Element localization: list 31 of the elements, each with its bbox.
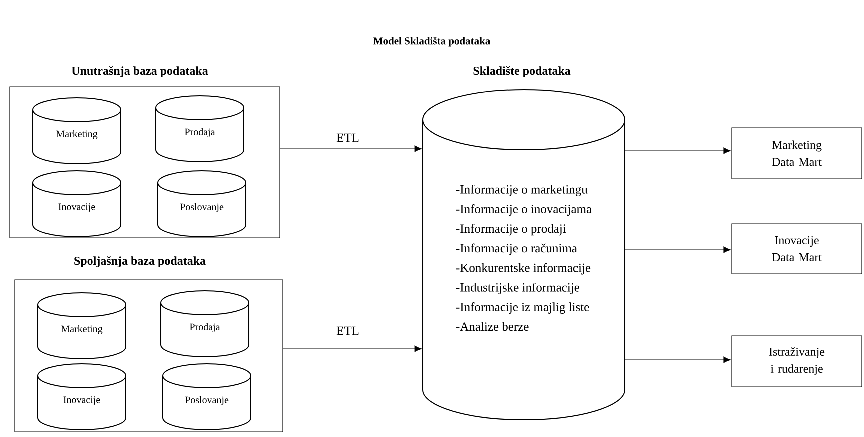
database-cylinder: Poslovanje — [158, 170, 246, 238]
node-label: -Informacije o računima — [456, 244, 578, 256]
database-cylinder: Prodaja — [160, 290, 250, 358]
node-label: -Industrijske informacije — [456, 282, 580, 294]
data-mart-box: Inovacije Data Mart — [732, 224, 862, 274]
database-cylinder: Poslovanje — [162, 364, 252, 430]
node-label: -Informacije o marketingu — [456, 184, 588, 196]
database-cylinder: Prodaja — [156, 96, 244, 162]
node-label: -Informacije o prodaji — [456, 224, 566, 236]
database-cylinder: Inovacije — [38, 364, 126, 430]
info-list: -Informacije o marketingu -Informacije o inovacijama -Informacije o prodaji -Informacije o računima -Konkurentske informacije -Industrijske informacije -Informacije iz majlig liste -Analize berze — [456, 184, 592, 332]
node-label: -Informacije o inovacijama — [456, 204, 592, 216]
data-mart-box: Marketing Data Mart — [732, 128, 862, 180]
node-label: -Analize berze — [456, 322, 529, 332]
data-mart-box: Istraživanje i rudarenje — [732, 336, 862, 388]
arrow — [624, 148, 731, 154]
database-cylinder: Marketing — [38, 292, 126, 360]
arrow — [280, 146, 422, 152]
node-label: -Informacije iz majlig liste — [456, 302, 590, 314]
database-cylinder: Inovacije — [32, 170, 122, 238]
edge-label: ETL — [336, 326, 360, 336]
diagram-title: Model Skladišta podataka — [374, 37, 490, 47]
arrow — [283, 346, 422, 352]
arrow — [624, 356, 731, 364]
node-label: -Konkurentske informacije — [456, 263, 591, 275]
edge-label: ETL — [336, 132, 360, 144]
group-heading: Spoljašnja baza podataka — [74, 256, 206, 268]
arrow — [624, 246, 731, 254]
database-cylinder: Marketing — [32, 98, 122, 164]
cylinder-heading: Skladište podataka — [474, 66, 571, 78]
group-heading: Unutrašnja baza podataka — [72, 66, 208, 78]
